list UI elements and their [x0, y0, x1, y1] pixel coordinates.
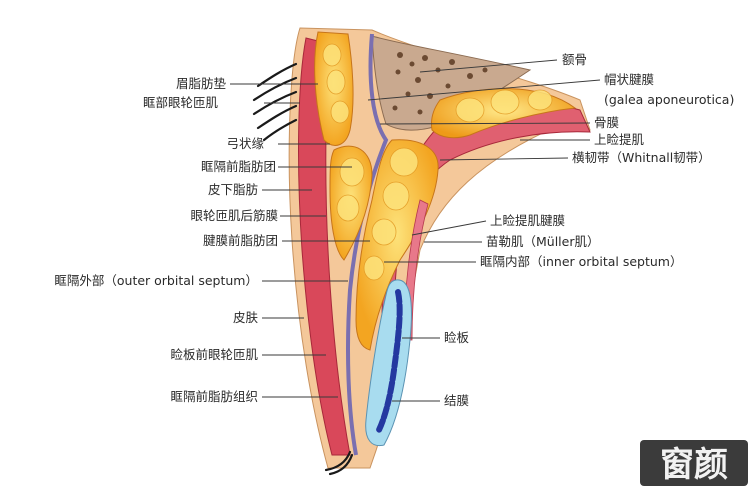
- bone-texture: [392, 52, 488, 115]
- label-galea-en: (galea aponeurotica): [604, 92, 734, 107]
- label-subcutaneous-fat: 皮下脂肪: [208, 182, 258, 197]
- label-orbital-orbicularis: 眶部眼轮匝肌: [143, 95, 219, 110]
- label-arcus-marginalis: 弓状缘: [226, 136, 264, 151]
- label-pretarsal-orbicularis: 睑板前眼轮匝肌: [170, 347, 258, 362]
- eyelid-cross-section: [252, 27, 591, 476]
- label-levator-aponeurosis: 上睑提肌腱膜: [490, 213, 565, 228]
- watermark-text: 窗颜: [660, 445, 728, 485]
- label-muller: 苗勒肌（Müller肌）: [486, 234, 599, 249]
- label-whitnall: 横韧带（Whitnall韧带）: [572, 150, 711, 165]
- label-conjunctiva: 结膜: [444, 393, 469, 408]
- label-preseptal-fat-pad: 眶隔前脂肪团: [201, 159, 276, 174]
- fat-lobules: [322, 43, 553, 281]
- label-inner-septum: 眶隔内部（inner orbital septum）: [480, 254, 682, 269]
- leader-lines: [230, 59, 601, 402]
- tarsal-gland: [375, 289, 403, 435]
- orbicularis-muscle: [298, 37, 351, 456]
- label-preseptal-fat-tissue: 眶隔前脂肪组织: [170, 389, 258, 404]
- label-frontal-bone: 额骨: [562, 52, 587, 67]
- label-galea-zh: 帽状腱膜: [604, 72, 654, 87]
- label-brow-fat-pad: 眉脂肪垫: [176, 76, 227, 91]
- labels-right: 额骨 帽状腱膜 (galea aponeurotica) 骨膜 上睑提肌 横韧带…: [444, 52, 734, 408]
- label-outer-septum: 眶隔外部（outer orbital septum）: [54, 273, 258, 288]
- label-periosteum: 骨膜: [594, 115, 619, 130]
- preaponeurotic-fat: [355, 139, 439, 351]
- label-skin: 皮肤: [233, 310, 259, 325]
- label-roof: 眼轮匝肌后筋膜: [190, 208, 278, 223]
- eyelashes: [324, 450, 354, 476]
- label-tarsus: 睑板: [444, 330, 470, 345]
- label-levator: 上睑提肌: [594, 132, 645, 147]
- labels-left: 眉脂肪垫 眶部眼轮匝肌 弓状缘 眶隔前脂肪团 皮下脂肪 眼轮匝肌后筋膜 腱膜前脂…: [54, 76, 278, 404]
- watermark: 窗颜: [640, 440, 748, 486]
- label-preaponeurotic-fat: 腱膜前脂肪团: [203, 233, 278, 248]
